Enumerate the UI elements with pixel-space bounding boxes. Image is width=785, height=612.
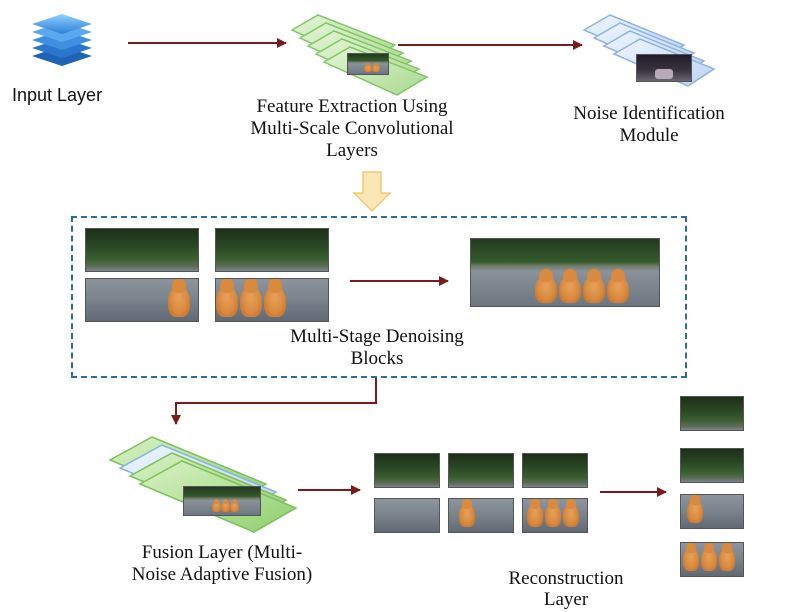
recon-image-4 — [680, 542, 744, 577]
input-layer-stack-icon — [32, 14, 92, 66]
feature-extraction-label-line2: Multi-Scale Convolutional — [250, 118, 454, 139]
recon-image-3 — [680, 494, 744, 529]
denoise-image-top-middle — [215, 228, 329, 272]
reconstruction-label-line2: Layer — [543, 589, 589, 610]
feature-card-image — [347, 53, 389, 75]
noise-identification-label-line2: Module — [619, 125, 679, 146]
feature-extraction-label-line3: Layers — [326, 140, 378, 161]
arrow-denoise-to-fusion — [171, 376, 377, 425]
fusion-layer-label-line2: Noise Adaptive Fusion) — [131, 564, 313, 585]
denoise-image-top-left — [85, 228, 199, 272]
recon-image-1 — [680, 396, 744, 431]
denoise-image-output — [470, 238, 660, 307]
input-layer-label: Input Layer — [12, 85, 103, 105]
feature-extraction-label-line1: Feature Extraction Using — [256, 96, 448, 117]
hollow-down-arrow — [352, 171, 392, 213]
denoising-label-line2: Blocks — [350, 348, 404, 369]
patch-top-2 — [448, 453, 514, 488]
reconstruction-label-line1: Reconstruction — [508, 568, 624, 589]
patch-bottom-3 — [522, 498, 588, 533]
noise-identification-label-line1: Noise Identification — [573, 103, 725, 124]
denoising-label-line1: Multi-Stage Denoising — [290, 326, 464, 347]
patch-top-1 — [374, 453, 440, 488]
denoise-image-bottom-middle — [215, 278, 329, 322]
noise-card-image — [636, 54, 692, 82]
denoise-image-bottom-left — [85, 278, 199, 322]
recon-image-2 — [680, 448, 744, 483]
patch-bottom-2 — [448, 498, 514, 533]
patch-top-3 — [522, 453, 588, 488]
fusion-layer-label-line1: Fusion Layer (Multi- — [141, 542, 303, 563]
fusion-layer-cards — [108, 436, 298, 533]
patch-bottom-1 — [374, 498, 440, 533]
denoising-blocks-frame — [71, 216, 687, 378]
fusion-card-image — [183, 486, 261, 516]
